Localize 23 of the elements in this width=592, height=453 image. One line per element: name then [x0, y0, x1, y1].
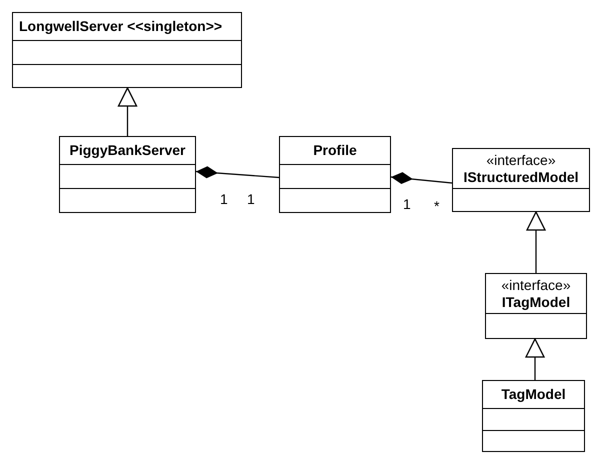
composition-line — [196, 166, 280, 178]
multiplicity-label: 1 — [247, 191, 255, 207]
generalization-arrow — [525, 338, 545, 380]
multiplicity-label: 1 — [403, 196, 411, 212]
generalization-arrow — [526, 211, 546, 273]
stereotype-label: «interface» — [501, 276, 571, 294]
generalization-arrow — [118, 87, 138, 136]
class-box — [482, 380, 585, 452]
class-name: TagModel — [501, 386, 566, 403]
class-box — [452, 148, 590, 212]
class-box — [59, 136, 196, 213]
multiplicity-label: 1 — [220, 191, 228, 207]
class-name: Profile — [313, 142, 357, 159]
class-name: PiggyBankServer — [70, 142, 186, 159]
class-name: ITagModel — [502, 294, 570, 310]
multiplicity-label: * — [434, 198, 440, 214]
class-box — [279, 136, 391, 213]
class-name: IStructuredModel — [463, 168, 579, 186]
class-box — [12, 12, 242, 88]
class-box — [485, 273, 587, 339]
stereotype-label: «interface» — [486, 152, 556, 168]
class-name: LongwellServer <<singleton>> — [18, 18, 224, 35]
composition-line — [390, 172, 452, 184]
